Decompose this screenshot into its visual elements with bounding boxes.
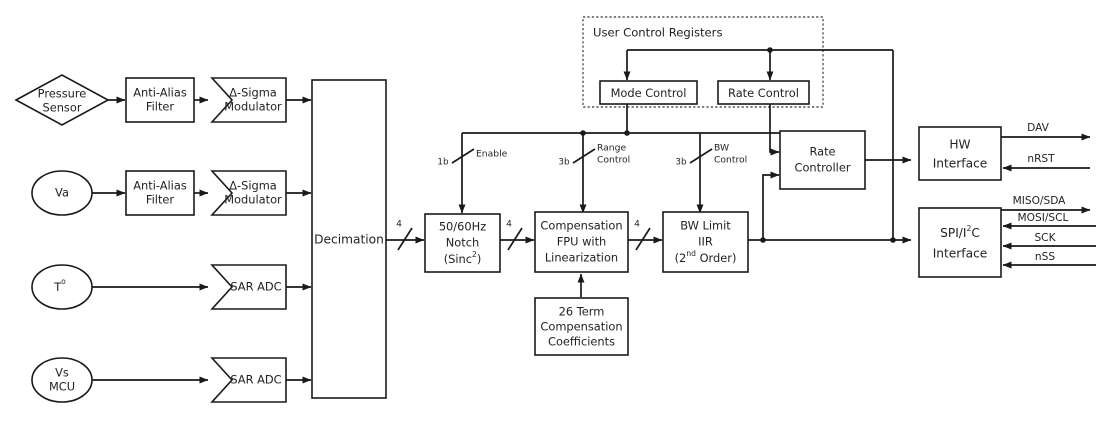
bus-slash-2 bbox=[507, 227, 523, 251]
anti-alias-filter-2-line1: Anti-Alias bbox=[133, 179, 187, 193]
sar-adc-1-label: SAR ADC bbox=[230, 280, 281, 294]
bw-slash bbox=[689, 148, 713, 164]
compensation-coefficients-block bbox=[534, 297, 629, 356]
rate-controller-line1: Rate bbox=[809, 145, 835, 159]
bus-width-1: 4 bbox=[396, 220, 402, 230]
bw-bits: 3b bbox=[675, 158, 687, 168]
range-label-line2: Control bbox=[597, 155, 630, 166]
notch-line2: Notch bbox=[446, 236, 479, 250]
delta-sigma-modulator-1 bbox=[210, 77, 287, 123]
anti-alias-filter-2-line2: Filter bbox=[146, 193, 175, 207]
bus-slash-1 bbox=[397, 227, 413, 251]
coefficients-line2: Compensation bbox=[540, 320, 622, 334]
rate-control-block bbox=[717, 80, 810, 105]
enable-bits: 1b bbox=[437, 158, 449, 168]
bus-width-2: 4 bbox=[506, 220, 512, 230]
coefficients-line3: Coefficients bbox=[548, 335, 615, 349]
nss-label: nSS bbox=[1035, 251, 1055, 263]
spi-interface-line1: SPI/I2C bbox=[940, 224, 980, 240]
sar-adc-2 bbox=[210, 357, 287, 403]
notch-filter-block bbox=[424, 213, 501, 273]
mode-control-block bbox=[599, 80, 698, 105]
enable-slash bbox=[451, 148, 475, 164]
rate-controller-line2: Controller bbox=[794, 161, 850, 175]
modulator-2-line1: Δ-Sigma bbox=[229, 179, 277, 193]
range-slash bbox=[572, 148, 596, 164]
bwlimit-line1: BW Limit bbox=[680, 219, 731, 233]
pressure-sensor-label-line1: Pressure bbox=[38, 87, 87, 101]
wire-bwlimit-to-ratecontroller bbox=[762, 171, 780, 240]
mosi-scl-label: MOSI/SCL bbox=[1018, 212, 1069, 224]
hw-interface-line1: HW bbox=[949, 138, 970, 152]
spi-i2c-interface-block bbox=[918, 207, 1002, 278]
vs-mcu-label-line2: MCU bbox=[49, 380, 75, 394]
spi-interface-line2: Interface bbox=[933, 247, 988, 261]
modulator-1-line2: Modulator bbox=[224, 100, 282, 114]
bus-slash-3 bbox=[635, 227, 651, 251]
delta-sigma-modulator-2 bbox=[210, 170, 287, 216]
bwlimit-line2: IIR bbox=[698, 235, 713, 249]
mode-control-label: Mode Control bbox=[611, 86, 687, 100]
range-bits: 3b bbox=[558, 158, 570, 168]
bw-label-line2: Control bbox=[714, 155, 747, 166]
bwlimit-line3: (2nd Order) bbox=[675, 249, 737, 265]
compensation-line1: Compensation bbox=[540, 219, 622, 233]
wire-ratecontrol-to-ratecontroller bbox=[769, 104, 780, 156]
decimation-block bbox=[311, 79, 387, 399]
compensation-fpu-block bbox=[534, 211, 629, 273]
anti-alias-filter-1-line1: Anti-Alias bbox=[133, 86, 187, 100]
hw-interface-block bbox=[918, 126, 1002, 181]
compensation-line2: FPU with bbox=[557, 235, 607, 249]
notch-line3: (Sinc2) bbox=[444, 250, 482, 266]
hw-interface-line2: Interface bbox=[933, 157, 988, 171]
bw-limit-iir-block bbox=[662, 211, 749, 273]
pressure-sensor-label-line2: Sensor bbox=[42, 101, 81, 115]
user-control-registers-label: User Control Registers bbox=[593, 26, 722, 40]
anti-alias-filter-1-line2: Filter bbox=[146, 100, 175, 114]
junction-top-bus bbox=[767, 47, 773, 53]
bw-label-line1: BW bbox=[714, 143, 729, 154]
modulator-1-line1: Δ-Sigma bbox=[229, 86, 277, 100]
temperature-label: To bbox=[53, 277, 66, 294]
va-label: Va bbox=[55, 186, 69, 200]
decimation-label: Decimation bbox=[314, 233, 384, 247]
modulator-2-line2: Modulator bbox=[224, 193, 282, 207]
sck-label: SCK bbox=[1034, 232, 1056, 244]
enable-label: Enable bbox=[476, 149, 508, 160]
rate-control-label: Rate Control bbox=[728, 86, 799, 100]
anti-alias-filter-1 bbox=[125, 77, 195, 123]
bus-width-3: 4 bbox=[634, 220, 640, 230]
temperature-source-shape bbox=[31, 264, 93, 310]
coefficients-line1: 26 Term bbox=[559, 305, 605, 319]
sar-adc-1 bbox=[210, 264, 287, 310]
user-control-registers-group bbox=[582, 16, 824, 108]
range-label-line1: Range bbox=[597, 143, 626, 154]
sar-adc-2-label: SAR ADC bbox=[230, 373, 281, 387]
miso-sda-label: MISO/SDA bbox=[1013, 195, 1067, 207]
nrst-label: nRST bbox=[1027, 153, 1055, 165]
junction-mode-bus bbox=[624, 130, 630, 136]
compensation-line3: Linearization bbox=[545, 251, 618, 265]
notch-line1: 50/60Hz bbox=[439, 220, 486, 234]
vs-mcu-label-line1: Vs bbox=[55, 366, 69, 380]
dav-label: DAV bbox=[1027, 122, 1050, 134]
